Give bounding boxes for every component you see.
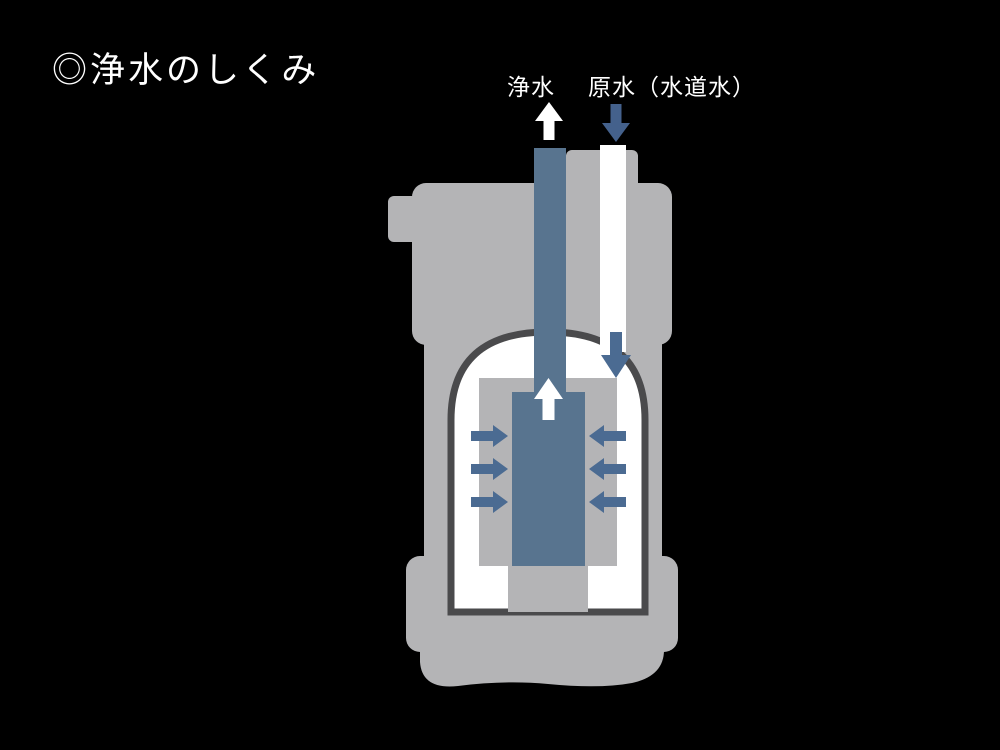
flow-arrow-left-2-icon: [471, 458, 508, 480]
page-title: ◎浄水のしくみ: [52, 51, 320, 90]
flow-arrows-left: [471, 425, 508, 513]
filter-top-arrow-icon: [534, 378, 563, 420]
flow-arrow-right-1-icon: [589, 425, 626, 447]
purified-water-tube: [534, 148, 566, 396]
chamber-inlet-arrow-icon: [601, 332, 631, 378]
flow-arrow-left-3-icon: [471, 491, 508, 513]
raw-water-in-arrow-icon: [602, 104, 630, 142]
raw-water-tube: [600, 145, 626, 352]
flow-arrows-right: [589, 425, 626, 513]
raw-water-label: 原水（水道水）: [588, 74, 756, 100]
flow-arrow-left-1-icon: [471, 425, 508, 447]
purifier-body-skirt: [420, 628, 664, 687]
flow-arrow-right-2-icon: [589, 458, 626, 480]
flow-arrow-right-3-icon: [589, 491, 626, 513]
filter-cartridge: [512, 392, 585, 566]
purified-water-label: 浄水: [507, 74, 555, 100]
purified-water-out-arrow-icon: [535, 102, 563, 140]
